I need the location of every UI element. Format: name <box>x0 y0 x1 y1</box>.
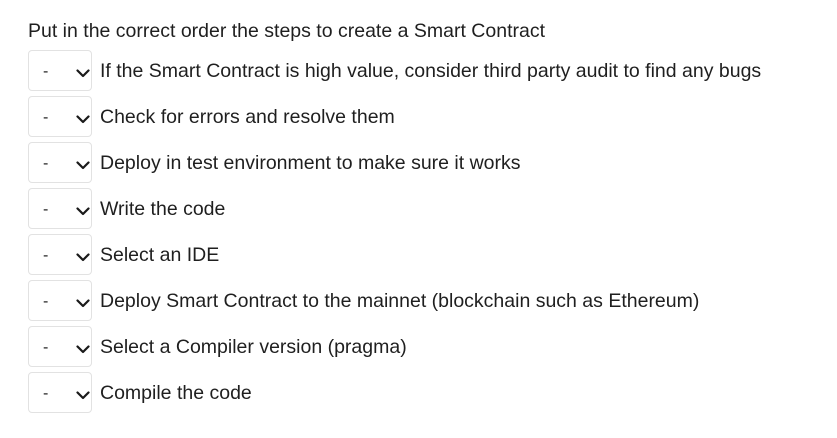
order-select-value: - <box>43 293 49 310</box>
order-select[interactable]: - <box>28 372 92 413</box>
step-label: Write the code <box>100 198 226 220</box>
order-select[interactable]: - <box>28 188 92 229</box>
order-select-value: - <box>43 63 49 80</box>
chevron-down-icon <box>76 115 90 124</box>
step-label: Select an IDE <box>100 244 220 266</box>
order-select-value: - <box>43 155 49 172</box>
step-label: Select a Compiler version (pragma) <box>100 336 407 358</box>
step-label: If the Smart Contract is high value, con… <box>100 60 762 82</box>
chevron-down-icon <box>76 207 90 216</box>
chevron-down-icon <box>76 161 90 170</box>
order-select-value: - <box>43 109 49 126</box>
chevron-down-icon <box>76 345 90 354</box>
order-select[interactable]: - <box>28 50 92 91</box>
order-select-value: - <box>43 201 49 218</box>
step-label: Check for errors and resolve them <box>100 106 395 128</box>
order-select[interactable]: - <box>28 96 92 137</box>
order-select[interactable]: - <box>28 280 92 321</box>
order-select[interactable]: - <box>28 234 92 275</box>
step-label: Compile the code <box>100 382 252 404</box>
question-text: Put in the correct order the steps to cr… <box>28 20 545 42</box>
chevron-down-icon <box>76 391 90 400</box>
chevron-down-icon <box>76 69 90 78</box>
order-select-value: - <box>43 339 49 356</box>
order-select[interactable]: - <box>28 326 92 367</box>
order-select-value: - <box>43 247 49 264</box>
step-label: Deploy Smart Contract to the mainnet (bl… <box>100 290 700 312</box>
order-select-value: - <box>43 385 49 402</box>
chevron-down-icon <box>76 299 90 308</box>
order-select[interactable]: - <box>28 142 92 183</box>
step-label: Deploy in test environment to make sure … <box>100 152 521 174</box>
chevron-down-icon <box>76 253 90 262</box>
